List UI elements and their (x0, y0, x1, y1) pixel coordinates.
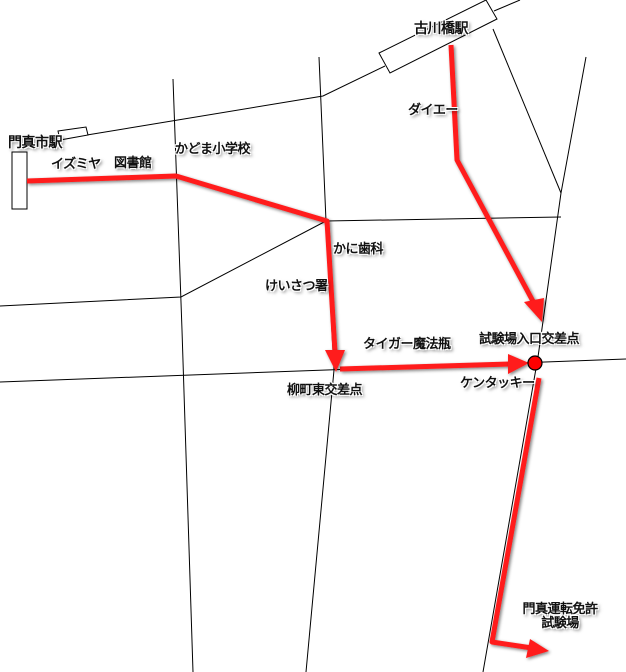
label-test-center-entrance-intersection: 試験場入口交差点 (479, 332, 580, 347)
label-police-station: けいさつ署 (265, 279, 328, 294)
railway-line (86, 65, 386, 136)
road-east-vertical (482, 56, 587, 672)
label-kadoma-license-center-line2: 試験場 (541, 616, 579, 631)
label-yanagimachi-east-intersection: 柳町東交差点 (287, 383, 363, 398)
furukawabashi-station-platform (378, 0, 498, 74)
label-furukawabashi-station: 古川橋駅 (414, 21, 469, 37)
label-izumiya: イズミヤ (51, 157, 101, 172)
road-mid-horizontal (325, 216, 562, 222)
route-lines (26, 44, 542, 651)
route-yanagimachi-to-entrance (339, 361, 511, 372)
arrow-down-icon (325, 350, 345, 372)
road-west-diagonal (0, 220, 327, 307)
route-from-furukawabashi (448, 44, 538, 307)
railway-line-east (493, 0, 521, 12)
arrow-right-icon (526, 639, 549, 658)
label-kentucky: ケンタッキー (460, 376, 535, 391)
arrow-right-icon (508, 354, 529, 374)
label-kadoma-license-center-line1: 門真運転免許 (522, 602, 598, 617)
intersection-marker-icon (527, 355, 543, 371)
route-to-license-center (489, 377, 542, 651)
kadomashi-station-small-platform (57, 126, 89, 141)
label-kadoma-elementary-school: かどま小学校 (175, 142, 251, 157)
label-tiger-thermos: タイガー魔法瓶 (363, 337, 451, 352)
road-west-vertical (172, 78, 194, 672)
label-library: 図書館 (114, 156, 152, 171)
arrow-southeast-icon (524, 298, 544, 322)
road-northeast-diagonal (492, 28, 562, 194)
road-center-vertical (305, 56, 335, 672)
kadomashi-station-platform (11, 151, 28, 210)
label-daiei: ダイエー (408, 103, 458, 118)
label-kadoma-license-center: 門真運転免許 試験場 (508, 603, 612, 631)
route-arrows (325, 298, 549, 658)
label-kadomashi-station: 門真市駅 (8, 135, 63, 151)
route-from-kadomashi (26, 173, 338, 353)
label-kani-dental: かに歯科 (333, 242, 384, 257)
